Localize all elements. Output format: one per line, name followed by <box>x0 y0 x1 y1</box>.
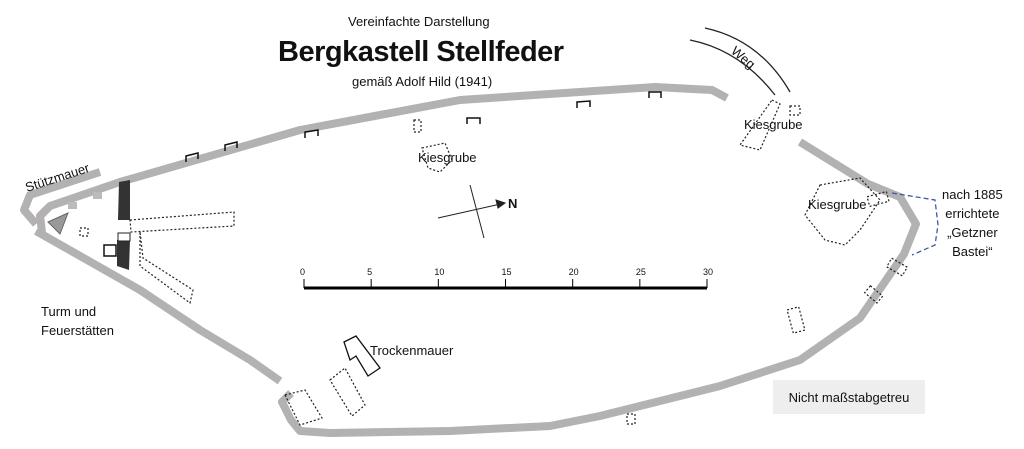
label-line: Bastei“ <box>952 244 993 259</box>
note-not-to-scale: Nicht maßstabgetreu <box>773 380 925 414</box>
small-structure <box>789 105 801 116</box>
building-outline <box>129 211 235 233</box>
label-line: Feuerstätten <box>41 323 114 338</box>
kiesgrube-pit <box>804 177 881 246</box>
scale-bar <box>303 279 708 290</box>
label-bastei: nach 1885 errichtete „Getzner Bastei“ <box>942 185 1003 261</box>
scale-tick-label: 15 <box>501 267 512 277</box>
small-structure <box>786 306 806 334</box>
label-line: Turm und <box>41 304 97 319</box>
header-source: gemäß Adolf Hild (1941) <box>352 74 493 89</box>
dark-wall-lower <box>117 240 130 270</box>
building-outline <box>284 389 323 426</box>
road-line <box>689 39 776 96</box>
gate <box>117 232 131 242</box>
label-trockenmauer: Trockenmauer <box>370 343 454 358</box>
small-structure <box>626 413 636 425</box>
label-line: errichtete <box>945 206 1000 221</box>
bastei-outline <box>891 192 939 256</box>
compass-icon <box>437 184 507 239</box>
dark-wall-upper <box>118 180 130 220</box>
tower-ruin <box>47 212 69 235</box>
small-structure <box>413 119 422 133</box>
trockenmauer-outline <box>343 335 381 377</box>
kiesgrube-pit <box>739 99 781 151</box>
scale-tick-label: 5 <box>367 267 373 277</box>
label-kiesgrube-right: Kiesgrube <box>808 197 867 212</box>
tower-square <box>103 244 117 257</box>
building-outline <box>139 231 194 305</box>
stuetzmauer-wall <box>20 168 102 227</box>
label-line: „Getzner <box>947 225 998 240</box>
wall-towers <box>185 91 662 162</box>
scale-tick-label: 25 <box>635 267 646 277</box>
road-line <box>704 27 791 93</box>
header-subtitle: Vereinfachte Darstellung <box>348 14 490 29</box>
north-wall <box>36 83 729 233</box>
label-kiesgrube-center: Kiesgrube <box>418 150 477 165</box>
ruin <box>93 192 102 199</box>
label-turm: Turm und Feuerstätten <box>41 302 114 340</box>
south-west-wall <box>34 227 283 385</box>
label-kiesgrube-top-right: Kiesgrube <box>744 117 803 132</box>
small-structure <box>863 284 884 304</box>
scale-tick-label: 10 <box>434 267 445 277</box>
scale-tick-label: 0 <box>300 267 306 277</box>
small-structure <box>866 190 890 208</box>
scale-tick-label: 20 <box>568 267 579 277</box>
small-structure <box>885 257 909 277</box>
scale-tick-label: 30 <box>703 267 714 277</box>
building-outline <box>329 367 366 417</box>
ruin <box>68 202 77 209</box>
south-east-wall <box>278 138 920 437</box>
small-structure <box>79 227 89 237</box>
compass-north-label: N <box>508 196 518 211</box>
page-title: Bergkastell Stellfeder <box>278 36 564 68</box>
label-line: nach 1885 <box>942 187 1003 202</box>
